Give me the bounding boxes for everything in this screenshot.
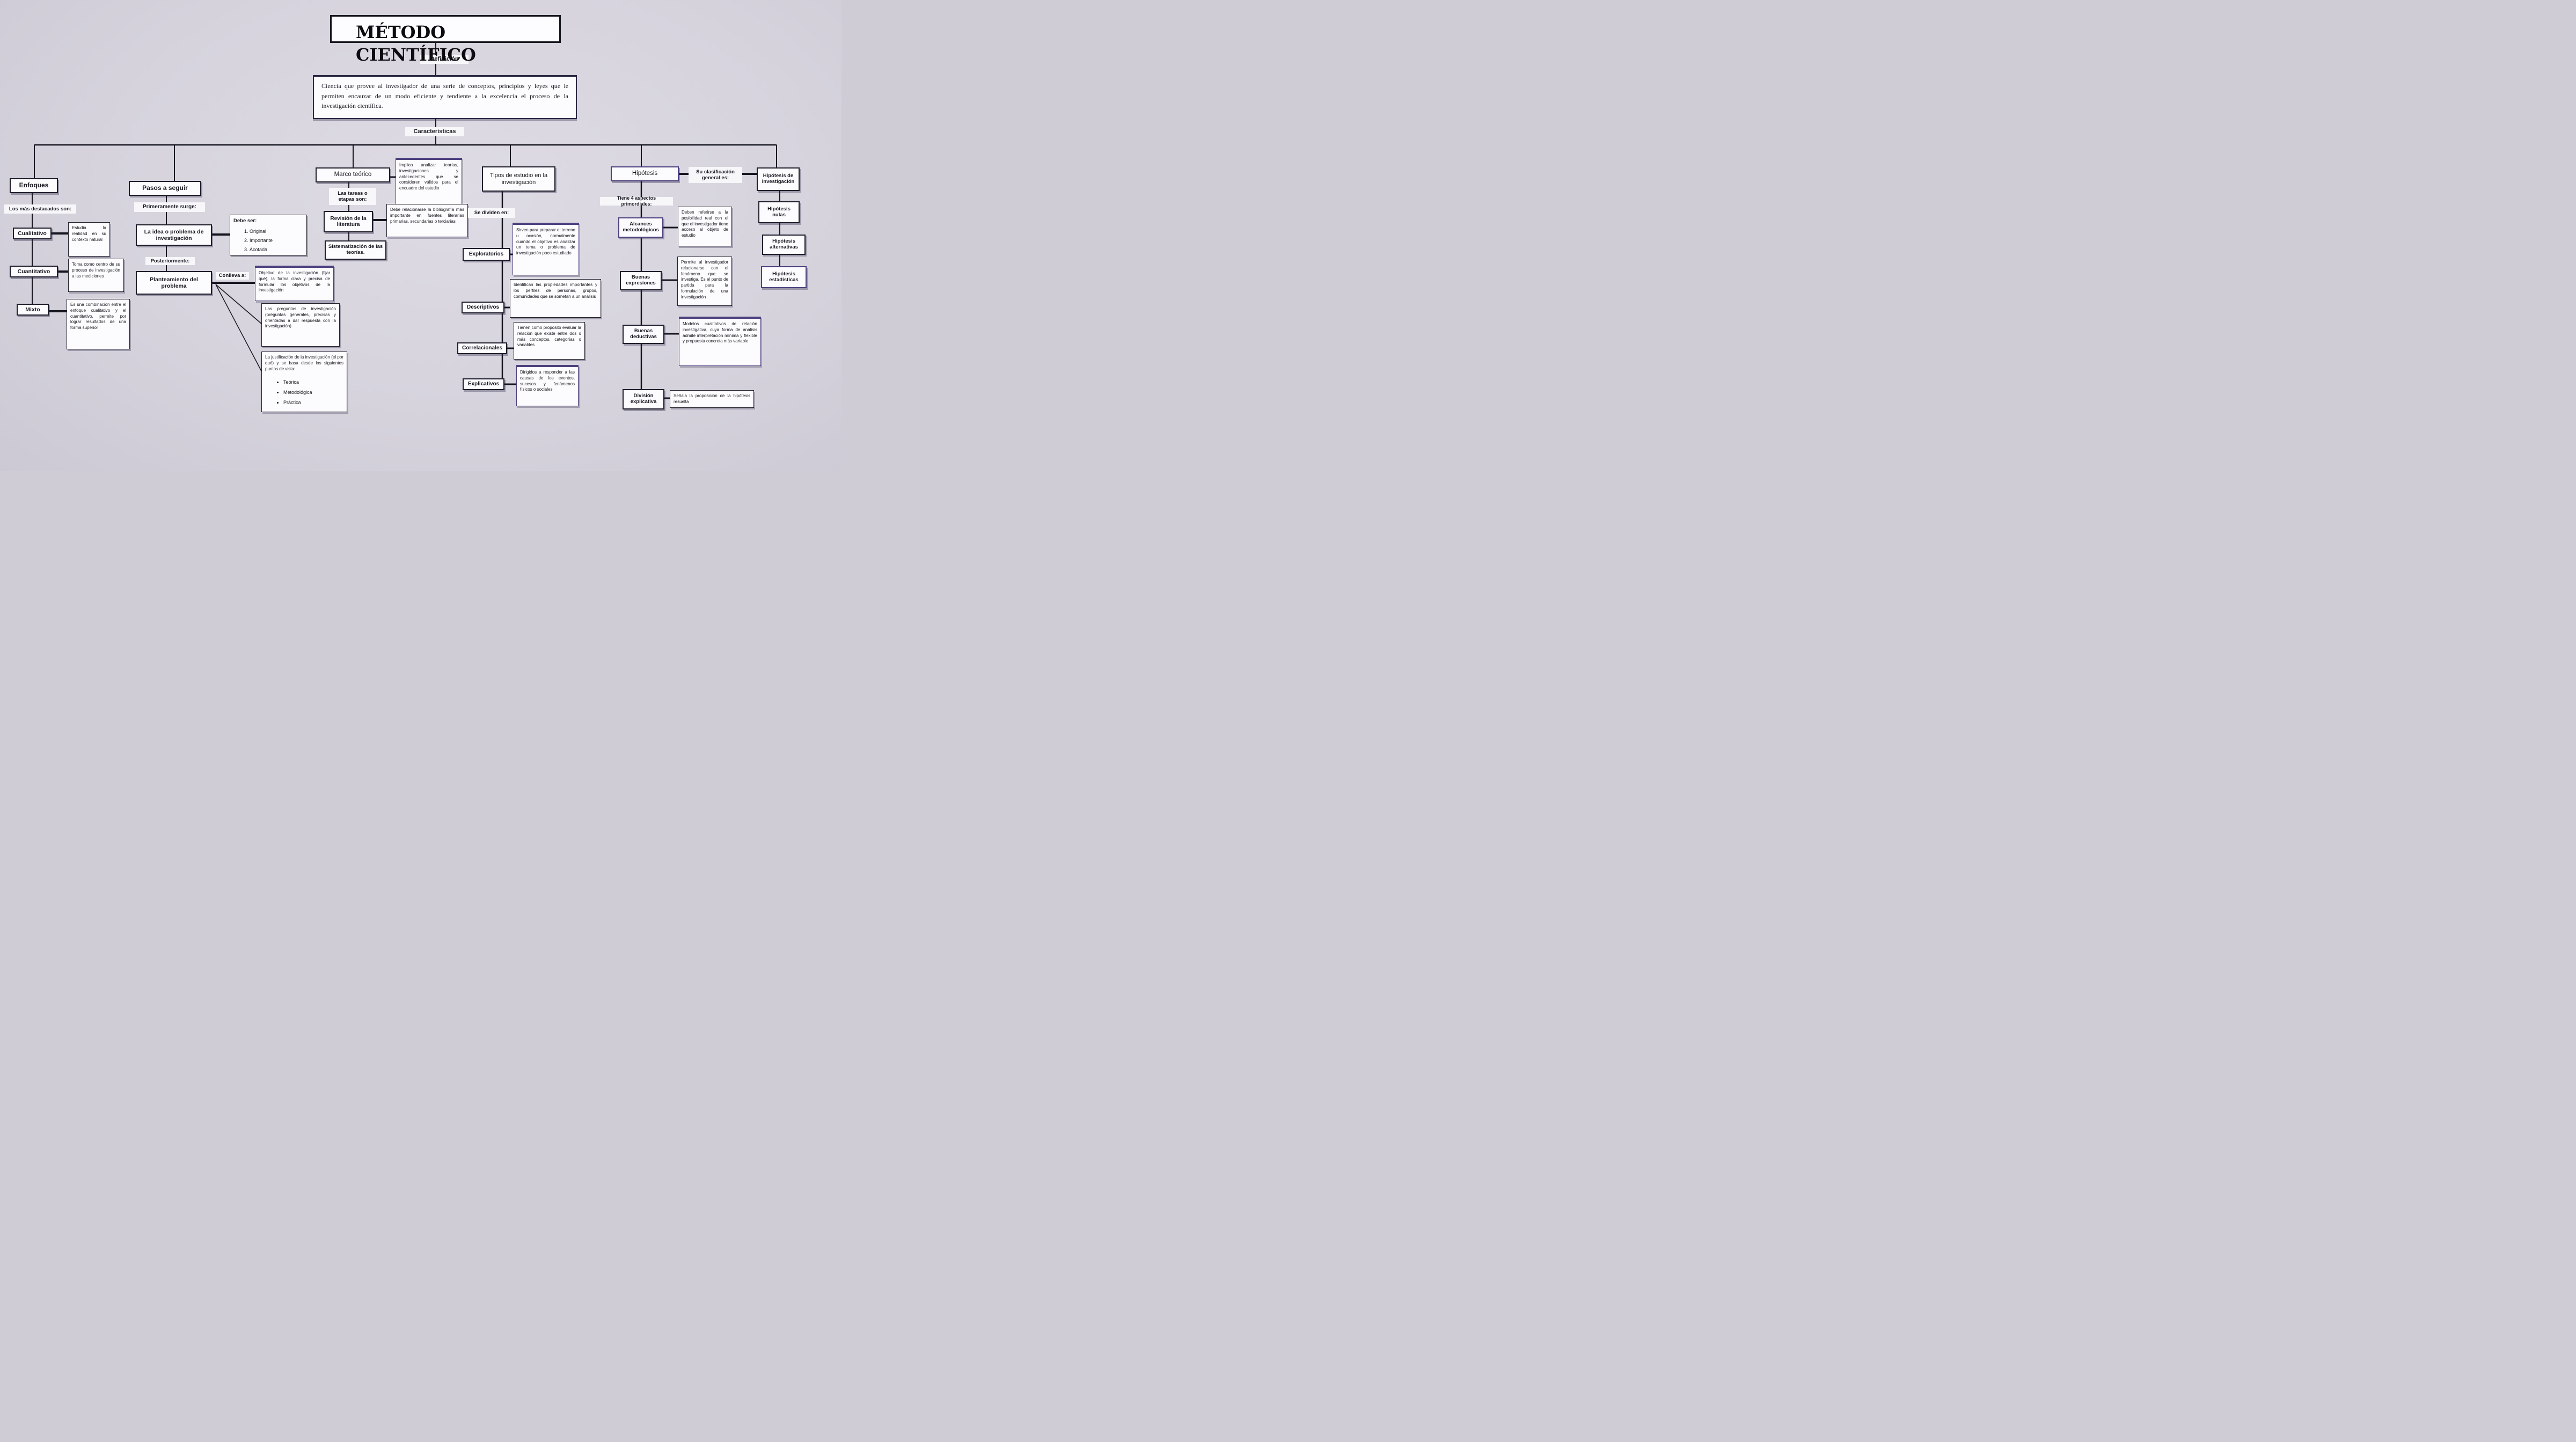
node-pasos-a-seguir: Pasos a seguir [129,181,201,196]
node-idea-problema: La idea o problema de investigación [136,224,212,246]
conlleva-label: Conlleva a: [216,272,249,280]
characteristics-label: Características [405,127,464,136]
node-hipotesis-alternativas: Hipótesis alternativas [762,235,806,255]
node-aspecto-4: División explicativa [623,389,664,409]
node-descriptivos: Descriptivos [462,302,504,313]
hipotesis-clasificacion-label: Su clasificación general es: [689,167,742,183]
objetivo-box: Objetivo de la investigación (fijar qué)… [255,266,334,301]
justificacion-list: Teórica Metodológica Práctica [265,377,343,408]
tipos-divide-label: Se dividen en: [468,208,515,218]
definition-label: Definición [420,55,469,64]
node-planteamiento: Planteamiento del problema [136,271,212,295]
node-explicativos: Explicativos [463,378,504,390]
aspecto-4-desc: Señala la proposición de la hipótesis re… [670,390,754,408]
cualitativo-desc: Estudia la realidad en su contexto natur… [68,222,110,257]
justificacion-text: La justificación de la investigación (el… [265,355,343,371]
debe-ser-box: Debe ser: Original Importante Acotada [230,215,307,255]
enfoques-intro-label: Los más destacados son: [4,204,76,214]
node-aspecto-2: Buenas expresiones [620,271,662,290]
node-mixto: Mixto [17,304,49,316]
justificacion-item: Teórica [283,377,343,387]
descriptivos-desc: Identifican las propiedades importantes … [510,279,601,318]
justificacion-box: La justificación de la investigación (el… [261,352,347,412]
justificacion-item: Práctica [283,398,343,408]
marco-etapas-label: Las tareas o etapas son: [329,188,376,205]
node-cualitativo: Cualitativo [13,228,52,239]
debe-ser-item: Acotada [250,245,303,254]
node-hipotesis: Hipótesis [611,166,679,181]
page-title: MÉTODO CIENTÍFICO [356,22,476,65]
hipotesis-aspectos-label: Tiene 4 aspectos primordiales: [600,195,673,207]
node-aspecto-1: Alcances metodológicos [618,217,663,238]
pasos-later-label: Posteriormente: [145,257,195,265]
aspecto-1-desc: Deben referirse a la posibilidad real co… [678,207,732,246]
exploratorios-desc: Sirven para preparar el terreno u ocasió… [513,223,579,275]
revision-desc: Debe relacionarse la bibliografía más im… [386,204,468,237]
correlacionales-desc: Tienen como propósito evaluar la relació… [514,322,585,360]
node-hipotesis-estadisticas: Hipótesis estadísticas [761,266,807,288]
justificacion-item: Metodológica [283,387,343,398]
node-tipos-estudio: Tipos de estudio en la investigación [482,166,555,192]
preguntas-box: Las preguntas de investigación (pregunta… [261,303,340,347]
debe-ser-intro: Debe ser: [233,218,257,224]
node-correlacionales: Correlacionales [457,342,507,354]
node-sistematizacion: Sistematización de las teorías. [325,240,386,260]
debe-ser-item: Original [250,227,303,236]
debe-ser-list: Original Importante Acotada [233,227,303,254]
pasos-first-label: Primeramente surge: [134,202,205,212]
aspecto-2-desc: Permite al investigador relacionarse con… [677,257,732,306]
definition-box: Ciencia que provee al investigador de un… [313,75,577,119]
node-exploratorios: Exploratorios [463,248,510,261]
aspecto-3-desc: Modelos cualitativos de relación investi… [679,317,761,366]
node-revision-literatura: Revisión de la literatura [324,211,373,232]
node-aspecto-3: Buenas deductivas [623,325,664,344]
concept-map-canvas: MÉTODO CIENTÍFICO Definición Ciencia que… [0,0,841,471]
node-cuantitativo: Cuantitativo [10,266,58,277]
node-enfoques: Enfoques [10,178,58,193]
title-box: MÉTODO CIENTÍFICO [330,15,561,65]
mixto-desc: Es una combinación entre el enfoque cual… [67,299,130,349]
node-marco-teorico: Marco teórico [316,167,390,182]
node-hipotesis-investigacion: Hipótesis de investigación [757,167,800,191]
node-hipotesis-nulas: Hipótesis nulas [758,201,800,223]
debe-ser-item: Importante [250,236,303,245]
explicativos-desc: Dirigidos a responder a las causas de lo… [516,365,579,406]
cuantitativo-desc: Toma como centro de su proceso de invest… [68,259,124,292]
